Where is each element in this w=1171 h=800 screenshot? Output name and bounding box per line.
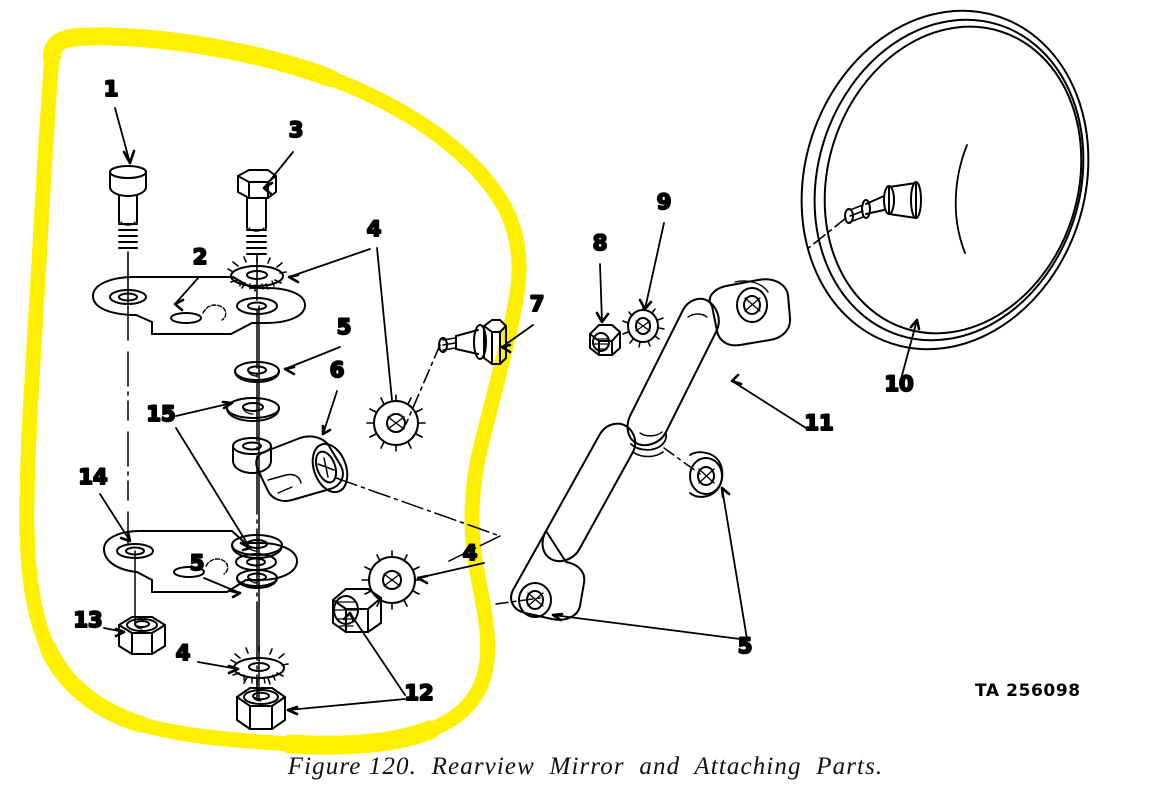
figure-caption: Figure 120. Rearview Mirror and Attachin…: [287, 753, 884, 780]
callout-10: 10: [884, 372, 913, 396]
callout-6: 6: [330, 358, 345, 382]
part-lock-washer-9: [622, 305, 665, 348]
part-flat-washer-b: [226, 397, 280, 422]
callout-4c: 4: [176, 641, 191, 665]
callout-labels: 1 2 3 4 4 4 5 5 5 6 7 8 9 10 11 12 13 14…: [72, 76, 914, 706]
callout-4b: 4: [463, 541, 478, 565]
callout-15: 15: [146, 402, 175, 426]
callout-5a: 5: [337, 315, 352, 339]
part-hex-nut-12b: [332, 588, 382, 633]
callout-7: 7: [530, 292, 545, 316]
callout-4a: 4: [367, 217, 382, 241]
callout-8: 8: [593, 231, 608, 255]
part-shoulder-bolt: [405, 319, 507, 425]
part-pivot-swivel-block: [232, 435, 349, 502]
part-hex-nut-8: [589, 324, 621, 356]
highlighter-annotation: [19, 27, 527, 755]
callout-12: 12: [404, 681, 433, 705]
part-hex-nut-13: [118, 616, 166, 655]
part-hex-nut-12a: [236, 687, 286, 730]
part-cap-screw-long: [109, 165, 147, 301]
part-lock-washer-top: [227, 254, 287, 292]
callout-5c: 5: [738, 634, 753, 658]
callout-14: 14: [78, 465, 107, 489]
plate-code: TA 256098: [975, 681, 1081, 701]
part-lock-washer-4b: [361, 550, 423, 610]
part-cap-screw-hex: [237, 169, 277, 301]
assembly-axis-lines: [127, 299, 501, 701]
callout-13: 13: [73, 608, 102, 632]
line-art: 1 2 3 4 4 4 5 5 5 6 7 8 9 10 11 12 13 14…: [72, 9, 1090, 730]
callout-3: 3: [289, 118, 304, 142]
callout-2: 2: [193, 245, 208, 269]
callout-9: 9: [657, 190, 672, 214]
callout-11: 11: [804, 411, 833, 435]
part-mirror-support-arm: [495, 278, 792, 621]
callout-1: 1: [104, 77, 119, 101]
part-lock-washer-mid: [366, 394, 426, 452]
leader-lines: [99, 107, 921, 716]
part-mirror-head: [800, 9, 1090, 351]
callout-5b: 5: [190, 551, 205, 575]
